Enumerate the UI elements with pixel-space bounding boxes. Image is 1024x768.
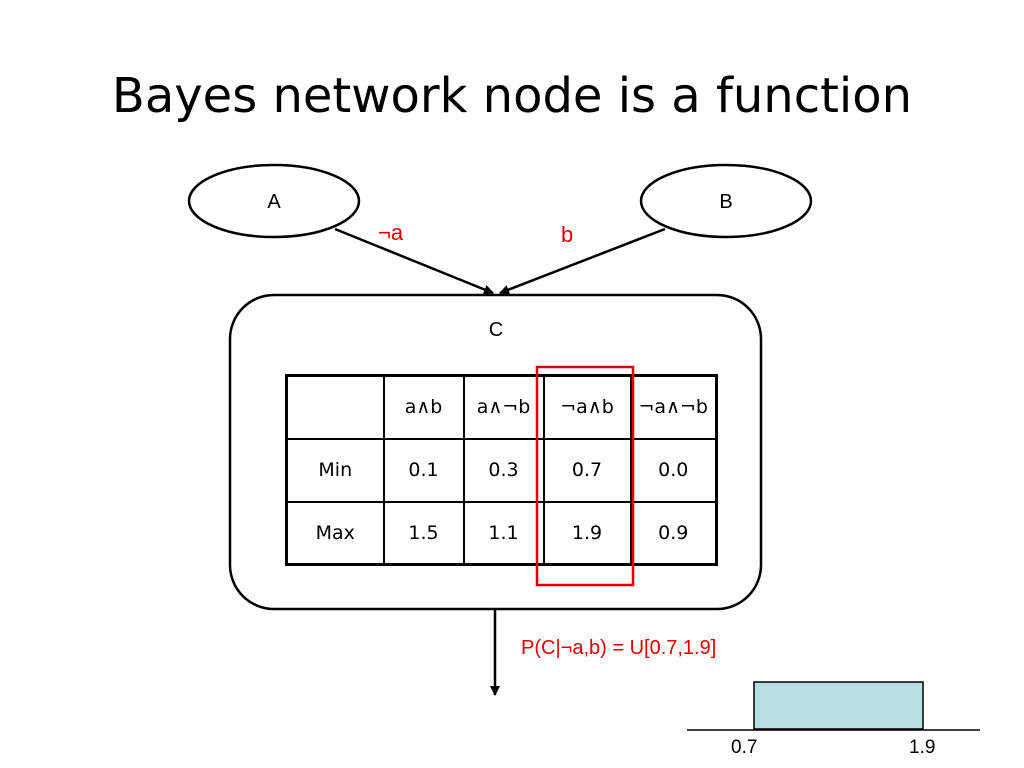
conditional-probability-table: a∧b a∧¬b ¬a∧b ¬a∧¬b Min 0.1 0.3 0.7 0.0 … bbox=[285, 374, 718, 566]
node-a bbox=[187, 163, 361, 239]
table-header-row: a∧b a∧¬b ¬a∧b ¬a∧¬b bbox=[285, 374, 718, 440]
table-row-max: Max 1.5 1.1 1.9 0.9 bbox=[285, 500, 718, 566]
table-cell: 0.7 bbox=[542, 437, 632, 503]
table-cell: 1.5 bbox=[382, 500, 465, 566]
table-header-cell bbox=[285, 374, 385, 440]
distribution-low-tick: 0.7 bbox=[731, 737, 758, 758]
table-header-cell: ¬a∧¬b bbox=[629, 374, 718, 440]
table-row-min: Min 0.1 0.3 0.7 0.0 bbox=[285, 437, 718, 503]
edge-a-to-c bbox=[334, 227, 494, 295]
table-header-cell: a∧b bbox=[382, 374, 465, 440]
uniform-distribution-bar bbox=[753, 681, 924, 730]
table-cell: 0.9 bbox=[629, 500, 718, 566]
row-label: Max bbox=[285, 500, 385, 566]
table-header-cell: ¬a∧b bbox=[542, 374, 632, 440]
distribution-high-tick: 1.9 bbox=[909, 737, 936, 758]
table-cell: 1.1 bbox=[462, 500, 545, 566]
table-cell: 1.9 bbox=[542, 500, 632, 566]
node-b bbox=[639, 163, 813, 239]
node-a-label: A bbox=[267, 191, 281, 213]
edge-a-label: ¬a bbox=[378, 220, 404, 245]
distribution-formula: P(C|¬a,b) = U[0.7,1.9] bbox=[521, 637, 717, 659]
node-c-label: C bbox=[489, 319, 503, 341]
edge-b-to-c bbox=[499, 227, 666, 295]
table-cell: 0.3 bbox=[462, 437, 545, 503]
table-cell: 0.0 bbox=[629, 437, 718, 503]
page-title: Bayes network node is a function bbox=[111, 68, 913, 124]
row-label: Min bbox=[285, 437, 385, 503]
table-header-cell: a∧¬b bbox=[462, 374, 545, 440]
table-cell: 0.1 bbox=[382, 437, 465, 503]
edge-b-label: b bbox=[561, 222, 573, 247]
node-b-label: B bbox=[719, 191, 732, 213]
